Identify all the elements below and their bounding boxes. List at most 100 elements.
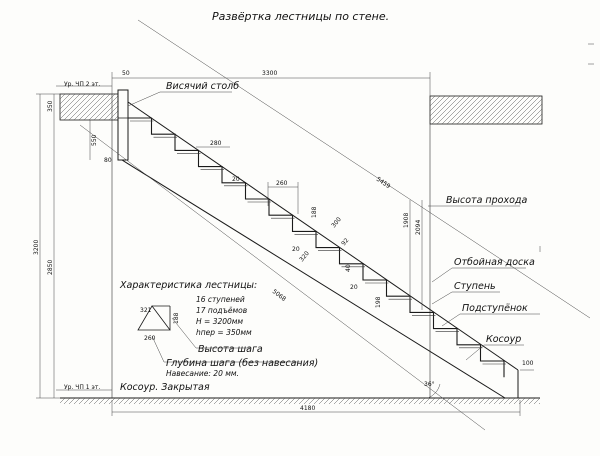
hatch-line xyxy=(78,397,86,405)
svg-text:16 ступеней: 16 ступеней xyxy=(196,295,245,304)
svg-text:17 подъёмов: 17 подъёмов xyxy=(196,306,247,315)
hatch-line xyxy=(533,397,541,405)
label-headroom: Высота прохода xyxy=(428,195,527,207)
hatch-line xyxy=(238,397,246,405)
hatch-line xyxy=(148,397,156,405)
hatch-line xyxy=(428,397,436,405)
hatch-line xyxy=(63,397,71,405)
hatch-line xyxy=(358,397,366,405)
hatch-line xyxy=(288,397,296,405)
svg-text:4180: 4180 xyxy=(300,405,315,412)
hatch-line xyxy=(473,397,481,405)
hatch-line xyxy=(446,95,476,125)
svg-text:198: 198 xyxy=(375,296,382,308)
hatch-line xyxy=(213,397,221,405)
hatch-line xyxy=(328,397,336,405)
dim-bottom-right: 100 xyxy=(520,360,534,371)
hatch-line xyxy=(103,397,111,405)
hatch-line xyxy=(501,95,531,125)
hatch-line xyxy=(513,397,521,405)
hatch-line xyxy=(458,397,466,405)
hatch-line xyxy=(433,397,441,405)
hatch-line xyxy=(488,397,496,405)
hatch-line xyxy=(468,397,476,405)
svg-text:260: 260 xyxy=(276,180,288,187)
svg-text:320: 320 xyxy=(298,250,311,263)
label-riser: Подступёнок xyxy=(441,303,540,327)
hatch-line xyxy=(113,397,121,405)
hatch-line xyxy=(429,95,436,102)
hatch-line xyxy=(436,95,466,125)
hatch-line xyxy=(98,100,119,121)
hatch-line xyxy=(248,397,256,405)
svg-text:Висячий столб: Висячий столб xyxy=(166,81,239,92)
hatch-line xyxy=(431,95,461,125)
hatch-line xyxy=(233,397,241,405)
hatch-line xyxy=(338,397,346,405)
svg-text:260: 260 xyxy=(144,335,156,342)
hatch-line xyxy=(73,397,81,405)
stringer-length-line xyxy=(79,124,486,431)
dim-tread-depth-1: 280 xyxy=(196,140,230,148)
hatch-line xyxy=(429,95,456,122)
label-fascia: Отбойная доска xyxy=(431,257,535,283)
svg-text:50: 50 xyxy=(122,70,130,77)
hatch-line xyxy=(113,115,119,121)
hatch-line xyxy=(218,397,226,405)
level-mark-top: Ур. ЧП 2 эт. xyxy=(56,81,112,88)
dim-tread-depth-2: 260 xyxy=(267,180,299,214)
hatch-line xyxy=(223,397,231,405)
hanging-post xyxy=(117,89,129,161)
hatch-line xyxy=(498,397,506,405)
svg-text:2850: 2850 xyxy=(47,260,54,275)
hatch-line xyxy=(348,397,356,405)
svg-text:100: 100 xyxy=(522,360,534,367)
hatch-line xyxy=(118,397,126,405)
svg-text:Навесание: 20 мм.: Навесание: 20 мм. xyxy=(166,369,239,378)
hatch-line xyxy=(253,397,261,405)
hatch-line xyxy=(521,103,543,125)
hatch-line xyxy=(343,397,351,405)
hatch-line xyxy=(373,397,381,405)
hatch-line xyxy=(59,93,86,120)
hatch-line xyxy=(283,397,291,405)
hatch-line xyxy=(429,95,441,107)
svg-text:550: 550 xyxy=(91,134,98,146)
svg-text:20: 20 xyxy=(232,176,240,183)
svg-text:20: 20 xyxy=(292,246,300,253)
upper-floor-right xyxy=(429,95,543,125)
hatch-line xyxy=(133,397,141,405)
hatch-line xyxy=(68,397,76,405)
svg-text:Ур. ЧП 1 эт.: Ур. ЧП 1 эт. xyxy=(64,384,100,391)
svg-text:92: 92 xyxy=(340,237,350,247)
dim-bottom-width: 4180 xyxy=(111,400,521,416)
hatch-line xyxy=(193,397,201,405)
hatch-line xyxy=(263,397,271,405)
dim-headroom: 1908 2094 xyxy=(403,200,423,310)
hatch-line xyxy=(173,397,181,405)
hatch-line xyxy=(486,95,516,125)
hatch-line xyxy=(423,397,431,405)
stringer-lower-edge xyxy=(121,159,506,399)
hatch-line xyxy=(441,95,471,125)
svg-text:321: 321 xyxy=(140,307,152,314)
hatch-line xyxy=(93,397,101,405)
hatch-line xyxy=(429,95,451,117)
hatch-line xyxy=(208,397,216,405)
hatch-line xyxy=(478,397,486,405)
svg-text:Ступень: Ступень xyxy=(454,281,496,292)
hatch-line xyxy=(258,397,266,405)
hatch-line xyxy=(323,397,331,405)
hatch-line xyxy=(59,93,81,115)
characteristics-block: Характеристика лестницы: 16 ступеней 17 … xyxy=(119,280,257,337)
hatch-line xyxy=(63,93,91,121)
hatch-line xyxy=(516,98,543,125)
hatch-line xyxy=(308,397,316,405)
hatch-line xyxy=(388,397,396,405)
hatch-line xyxy=(403,397,411,405)
hatch-line xyxy=(88,397,96,405)
hatch-line xyxy=(476,95,506,125)
hatch-line xyxy=(418,397,426,405)
svg-text:280: 280 xyxy=(210,140,222,147)
label-hanging-post: Висячий столб xyxy=(127,81,239,107)
